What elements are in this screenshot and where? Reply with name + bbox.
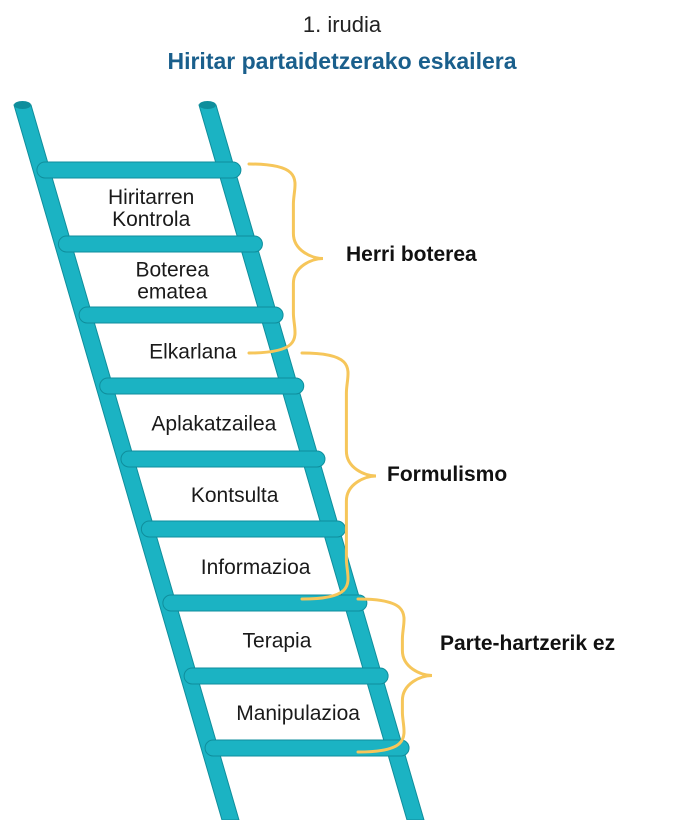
ladder-rung-bar [57, 235, 263, 253]
ladder-rung-bar [140, 520, 346, 538]
figure-title: Hiritar partaidetzerako eskailera [167, 48, 517, 74]
rung-label: Aplakatzailea [151, 413, 276, 436]
brace-formulismo [300, 351, 377, 601]
brace-parte-hartzerik-ez [356, 597, 433, 754]
rung-label: ematea [137, 281, 207, 304]
ladder-left-rail-top [14, 101, 31, 109]
rung-label: Terapia [243, 630, 312, 653]
rung-label: Kontsulta [191, 484, 279, 507]
ladder-rung-bar [99, 377, 305, 395]
rung-label: Hiritarren [108, 186, 194, 209]
rung-label: Boterea [135, 259, 209, 282]
rung-label: Kontrola [112, 208, 191, 231]
group-label-formulismo: Formulismo [387, 463, 508, 486]
ladder-rung-bar [162, 594, 368, 612]
rung-label: Manipulazioa [236, 702, 360, 725]
rung-label: Elkarlana [149, 341, 237, 364]
ladder-rung-bar [78, 306, 284, 324]
group-label-parte-hartzerik-ez: Parte-hartzerik ez [440, 632, 616, 655]
brace-herri-boterea [247, 162, 324, 355]
figure-label: 1. irudia [302, 12, 382, 37]
ladder-right-rail-top [199, 101, 216, 109]
ladder-rung-bar [36, 161, 242, 179]
ladder-rung-bar [120, 450, 326, 468]
ladder-rung-bar [183, 667, 389, 685]
rung-label: Informazioa [201, 556, 311, 579]
ladder-rung-bar [204, 739, 410, 757]
group-label-herri-boterea: Herri boterea [346, 243, 477, 266]
